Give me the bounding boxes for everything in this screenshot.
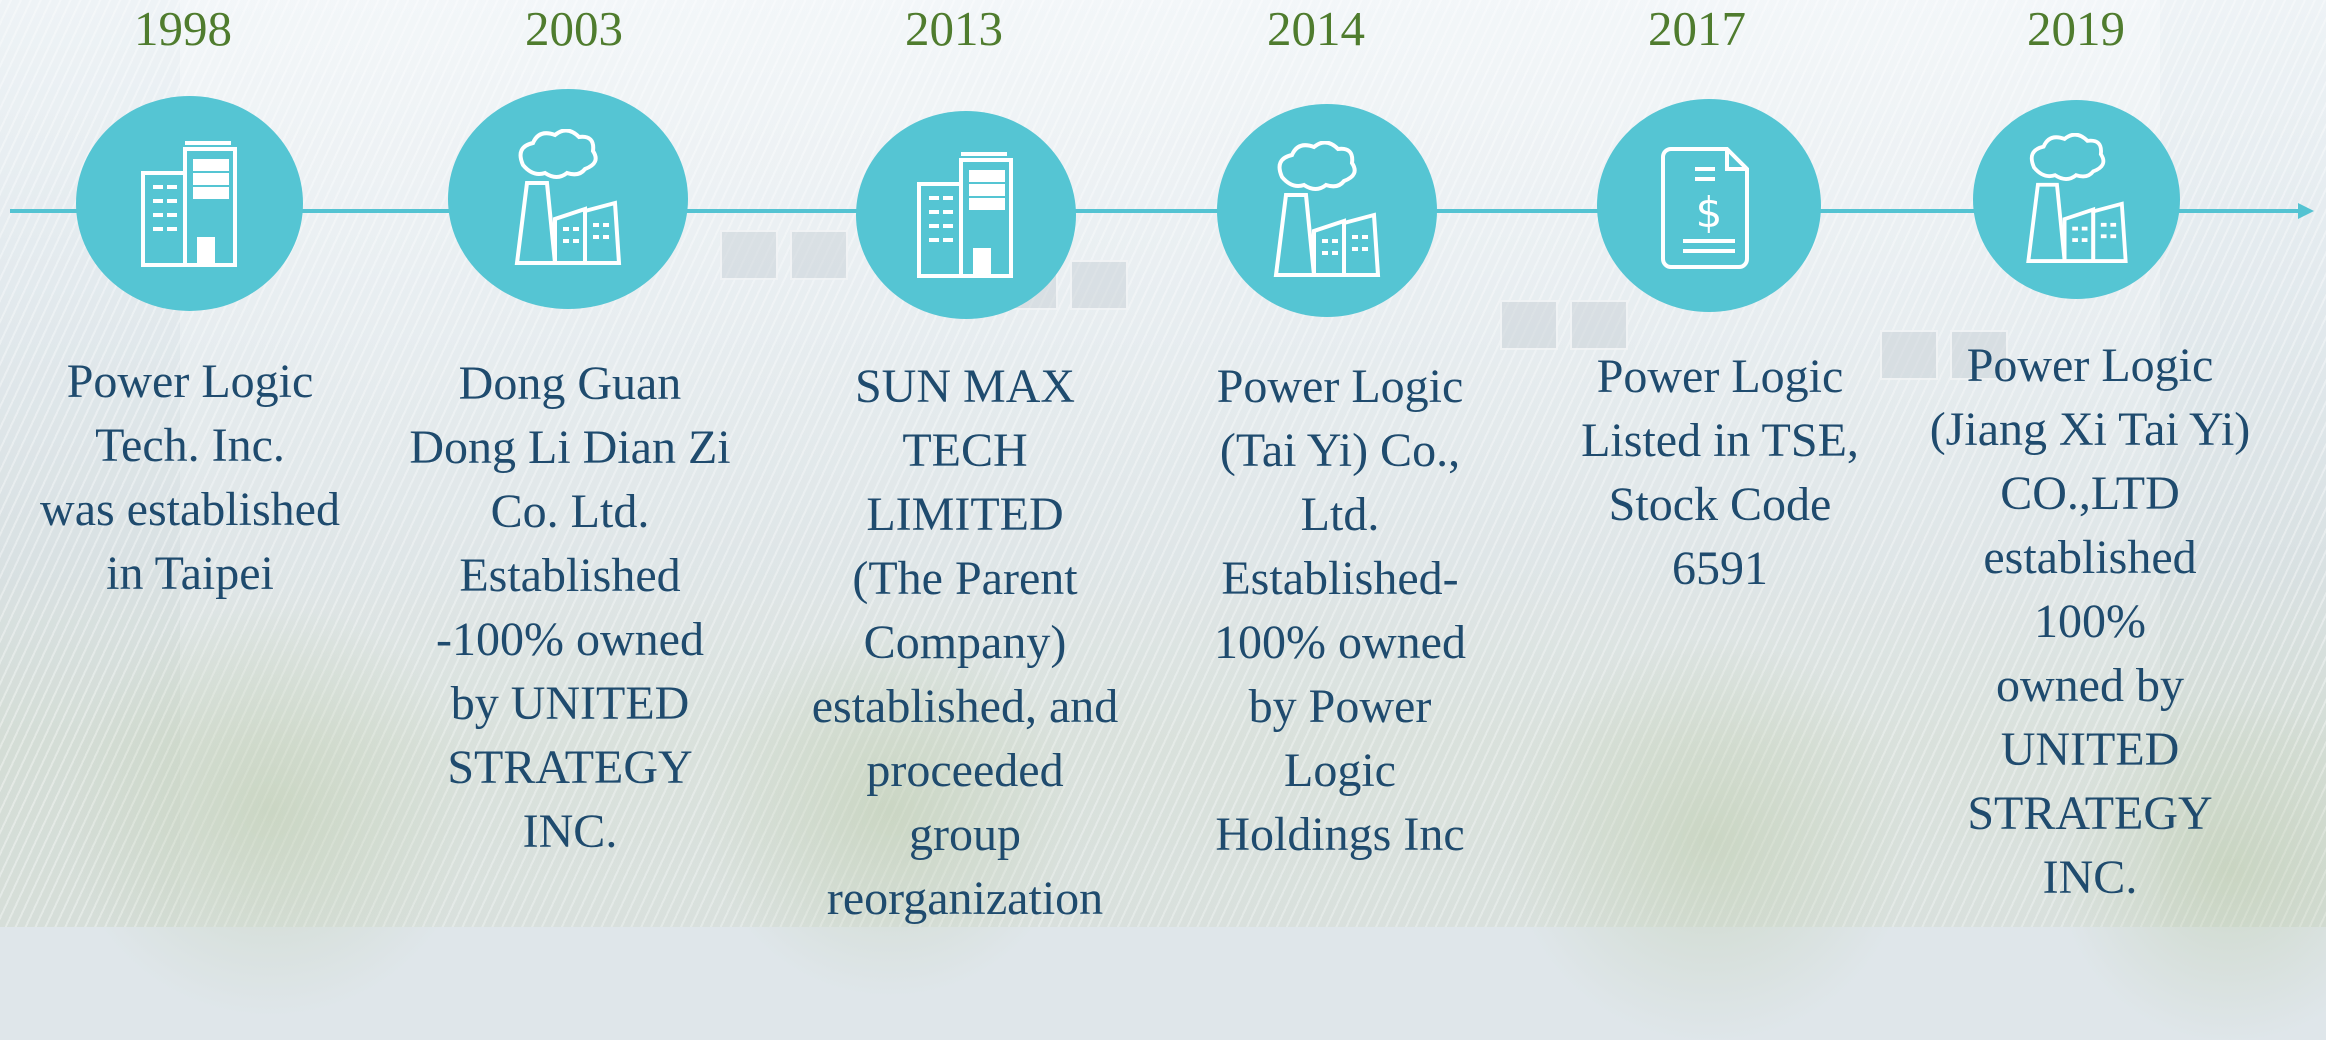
- timeline-arrow-icon: [2298, 203, 2314, 219]
- event-node: [1973, 100, 2180, 299]
- event-year: 2017: [1648, 1, 1746, 56]
- event-node: [76, 96, 303, 311]
- event-description: Power Logic Listed in TSE, Stock Code 65…: [1581, 350, 1859, 595]
- office-building-icon: [917, 152, 1013, 278]
- background-tree: [1500, 640, 1920, 1040]
- background-window: [790, 230, 848, 280]
- background-window: [720, 230, 778, 280]
- event-description: Power Logic Tech. Inc. was established i…: [40, 355, 340, 600]
- event-year: 2013: [905, 1, 1003, 56]
- event-node: $: [1597, 99, 1821, 312]
- event-description: Power Logic (Tai Yi) Co., Ltd. Establish…: [1214, 360, 1466, 861]
- event-node: [1217, 104, 1437, 317]
- event-year: 2019: [2027, 1, 2125, 56]
- office-building-icon: [140, 140, 237, 267]
- svg-text:$: $: [1696, 188, 1723, 237]
- event-description: Dong Guan Dong Li Dian Zi Co. Ltd. Estab…: [409, 357, 731, 858]
- stock-document-icon: $: [1661, 146, 1749, 269]
- event-node: [856, 111, 1076, 319]
- factory-icon: [1273, 140, 1381, 277]
- background-window: [1950, 330, 2008, 380]
- background-window: [1880, 330, 1938, 380]
- event-description: Power Logic (Jiang Xi Tai Yi) CO.,LTD es…: [1929, 339, 2251, 904]
- background-window: [1500, 300, 1558, 350]
- background-window: [1070, 260, 1128, 310]
- event-description: SUN MAX TECH LIMITED (The Parent Company…: [811, 360, 1119, 925]
- factory-icon: [514, 129, 622, 265]
- event-year: 2003: [525, 1, 623, 56]
- background-window: [1570, 300, 1628, 350]
- event-year: 1998: [134, 1, 232, 56]
- timeline-line: [10, 209, 2300, 213]
- factory-icon: [2025, 132, 2128, 263]
- event-year: 2014: [1267, 1, 1365, 56]
- event-node: [448, 89, 688, 309]
